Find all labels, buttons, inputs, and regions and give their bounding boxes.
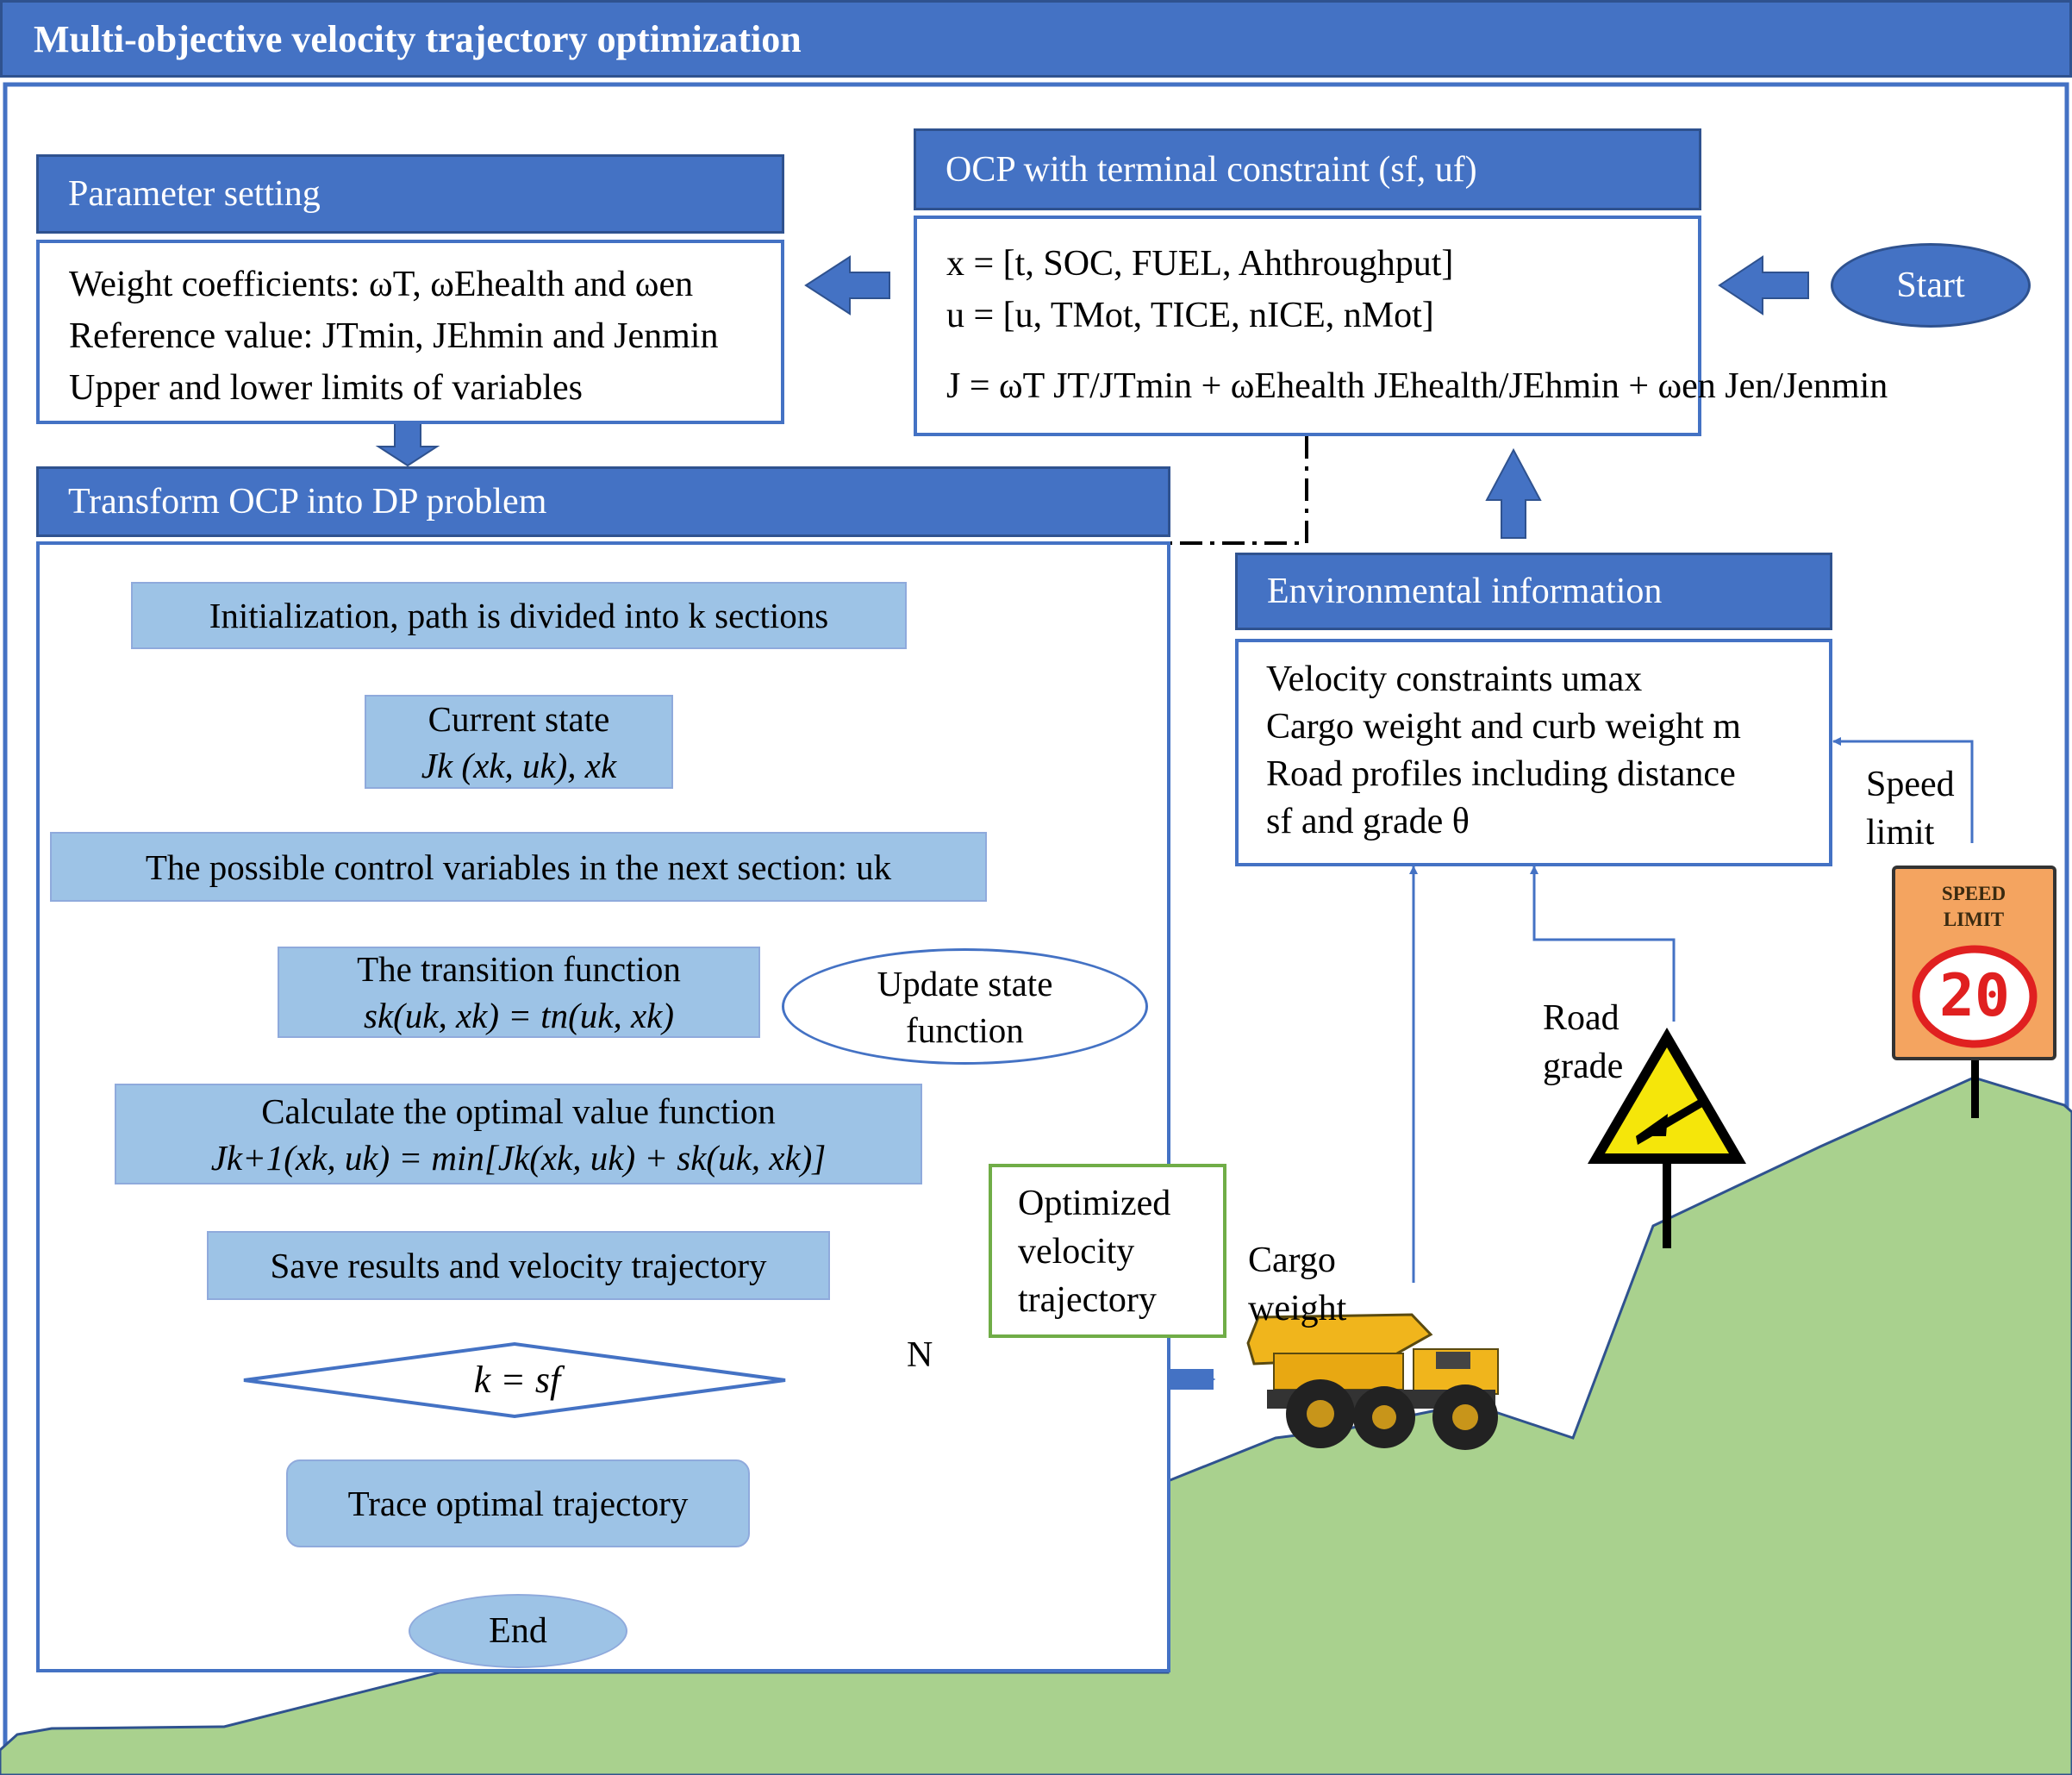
ocp-control-vector: u = [u, TMot, TICE, nICE, nMot] bbox=[946, 296, 1434, 335]
optimal-value-title: Calculate the optimal value function bbox=[261, 1091, 776, 1131]
environment-panel: Velocity constraints umax Cargo weight a… bbox=[1235, 639, 1832, 866]
trace-step: Trace optimal trajectory bbox=[286, 1459, 750, 1547]
environment-line: Road profiles including distance bbox=[1266, 754, 1736, 794]
speed-limit-sign bbox=[1892, 866, 2056, 1118]
cargo-weight-label-line: Cargo bbox=[1248, 1241, 1336, 1280]
speed-limit-label-line: limit bbox=[1866, 813, 1935, 853]
save-results-step: Save results and velocity trajectory bbox=[207, 1231, 830, 1300]
environment-header: Environmental information bbox=[1235, 553, 1832, 630]
decision-diamond bbox=[243, 1341, 786, 1419]
road-grade-label: Road grade bbox=[1543, 994, 1623, 1091]
ocp-state-vector: x = [t, SOC, FUEL, Ahthroughput] bbox=[946, 244, 1454, 284]
road-grade-sign bbox=[1588, 1028, 1746, 1248]
grade-to-env-line bbox=[1530, 866, 1676, 1022]
arrow-ocp-to-param bbox=[804, 255, 890, 316]
arrow-start-to-ocp bbox=[1718, 255, 1809, 316]
start-node: Start bbox=[1831, 243, 2031, 328]
arrow-param-down bbox=[375, 420, 440, 467]
parameter-setting-panel: Weight coefficients: ωT, ωEhealth and ωe… bbox=[36, 240, 784, 424]
optimal-value-step: Calculate the optimal value function Jk+… bbox=[115, 1084, 922, 1184]
optimized-label-line: trajectory bbox=[1018, 1280, 1157, 1320]
update-state-node: Update state function bbox=[782, 948, 1148, 1065]
speed-sign-bottom-text: LIMIT bbox=[1943, 909, 2005, 930]
parameter-line: Reference value: JTmin, JEhmin and Jenmi… bbox=[69, 316, 719, 356]
road-grade-label-line: Road bbox=[1543, 998, 1620, 1038]
environment-line: sf and grade θ bbox=[1266, 802, 1470, 841]
optimized-label-line: Optimized bbox=[1018, 1184, 1171, 1223]
speed-limit-label: Speed limit bbox=[1866, 760, 1955, 857]
environment-line: Cargo weight and curb weight m bbox=[1266, 707, 1741, 747]
decision-label: k = sf bbox=[473, 1358, 561, 1401]
parameter-line: Weight coefficients: ωT, ωEhealth and ωe… bbox=[69, 265, 694, 304]
road-grade-label-line: grade bbox=[1543, 1047, 1624, 1086]
ocp-panel: x = [t, SOC, FUEL, Ahthroughput] u = [u,… bbox=[914, 216, 1888, 436]
current-state-formula: Jk (xk, uk), xk bbox=[421, 745, 617, 785]
cargo-weight-label-line: weight bbox=[1248, 1289, 1347, 1328]
trace-step-text: Trace optimal trajectory bbox=[347, 1484, 689, 1523]
speed-to-env-line bbox=[1832, 737, 1974, 843]
page-title: Multi-objective velocity trajectory opti… bbox=[0, 0, 2072, 78]
arrow-env-up bbox=[1485, 447, 1542, 539]
control-step-text: The possible control variables in the ne… bbox=[145, 847, 892, 887]
cargo-truck bbox=[1246, 1313, 1499, 1450]
transition-title: The transition function bbox=[357, 949, 681, 989]
update-state-line: function bbox=[906, 1009, 1024, 1050]
speed-sign-value: 20 bbox=[1939, 962, 2010, 1030]
optimized-label-line: velocity bbox=[1018, 1232, 1135, 1272]
parameter-setting-header: Parameter setting bbox=[36, 154, 784, 234]
end-node: End bbox=[409, 1594, 627, 1668]
optimal-value-formula: Jk+1(xk, uk) = min[Jk(xk, uk) + sk(uk, x… bbox=[210, 1137, 827, 1178]
init-step: Initialization, path is divided into k s… bbox=[131, 582, 907, 649]
environment-line: Velocity constraints umax bbox=[1266, 659, 1643, 699]
optimized-trajectory-box: Optimized velocity trajectory bbox=[989, 1164, 1226, 1338]
current-state-step: Current state Jk (xk, uk), xk bbox=[365, 695, 673, 789]
update-state-line: Update state bbox=[877, 963, 1053, 1003]
ocp-cost-function: J = ωT JT/JTmin + ωEhealth JEhealth/JEhm… bbox=[946, 366, 1888, 406]
transition-step: The transition function sk(uk, xk) = tn(… bbox=[278, 947, 760, 1038]
ocp-header: OCP with terminal constraint (sf, uf) bbox=[914, 128, 1701, 210]
decision-no-label: N bbox=[907, 1335, 933, 1375]
parameter-line: Upper and lower limits of variables bbox=[69, 368, 583, 408]
speed-limit-label-line: Speed bbox=[1866, 765, 1955, 804]
save-results-text: Save results and velocity trajectory bbox=[270, 1246, 767, 1285]
cargo-weight-label: Cargo weight bbox=[1248, 1236, 1346, 1333]
transition-formula: sk(uk, xk) = tn(uk, xk) bbox=[363, 996, 674, 1035]
control-step: The possible control variables in the ne… bbox=[50, 832, 987, 902]
transform-header: Transform OCP into DP problem bbox=[36, 466, 1170, 537]
speed-sign-top-text: SPEED bbox=[1941, 883, 2006, 904]
current-state-title: Current state bbox=[428, 698, 610, 739]
init-step-text: Initialization, path is divided into k s… bbox=[209, 596, 829, 635]
